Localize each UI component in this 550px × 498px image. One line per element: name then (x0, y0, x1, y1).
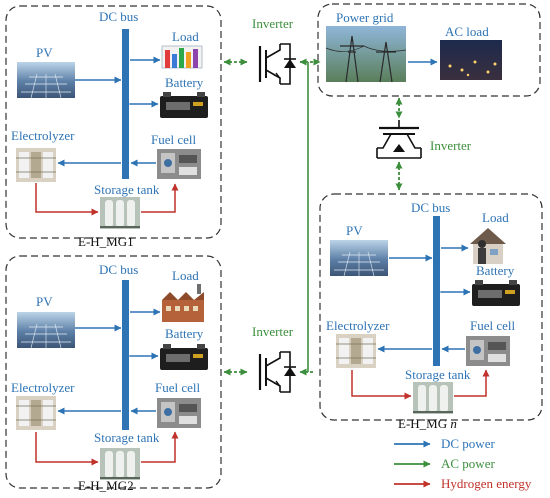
power-grid-icon (325, 26, 407, 83)
mg2-pv-icon (16, 311, 76, 349)
grid-frame (317, 3, 541, 97)
mg1-fuel-cell-label: Fuel cell (151, 132, 197, 147)
mgn-hydrogen-in-arrow (351, 370, 412, 400)
mg2-pv-label: PV (36, 294, 53, 309)
mg1-name: E-H_MG1 (78, 234, 134, 249)
mg2-storage-tank-icon (99, 447, 141, 481)
mgn-storage-tank-icon (412, 381, 454, 415)
mg1-fuel-cell-icon (157, 149, 201, 179)
mg2-hydrogen-out-arrow (141, 431, 179, 463)
mg2-hydrogen-in-arrow (35, 432, 99, 466)
legend: DC power AC power Hydrogen energy (394, 436, 532, 491)
mg2-dc-bus-bar (122, 280, 129, 430)
mg1-battery-icon (160, 92, 208, 118)
inverter-mgn-icon (375, 118, 423, 160)
mg2-fuel-cell-label: Fuel cell (155, 380, 201, 395)
mgn-electrolyzer-icon (335, 333, 377, 369)
mg2-frame (5, 255, 222, 489)
mgn-frame (319, 193, 543, 421)
mg1-load-label: Load (172, 29, 199, 44)
mgn-electrolyzer-label: Electrolyzer (326, 318, 390, 333)
mgn-hydrogen-out-arrow (454, 369, 490, 397)
mg1-storage-tank-icon (99, 196, 141, 230)
mg1-frame (5, 5, 222, 239)
inverter-mg1-label: Inverter (252, 16, 294, 31)
mg1-storage-tank-label: Storage tank (94, 182, 160, 197)
inverter-mg2-icon (258, 350, 298, 394)
mg2-battery-icon (160, 344, 208, 370)
inverter-mg1-icon (258, 42, 298, 86)
mgn-dc-bus-label: DC bus (411, 200, 450, 215)
legend-dc-label: DC power (441, 436, 495, 451)
mg1-pv-label: PV (36, 45, 53, 60)
inverter-mgn-label: Inverter (430, 138, 472, 153)
mg1-pv-icon (16, 61, 76, 99)
mgn-pv-label: PV (346, 223, 363, 238)
legend-ac-label: AC power (441, 456, 495, 471)
mg1-electrolyzer-icon (15, 147, 57, 183)
mgn-battery-label: Battery (476, 263, 515, 278)
ac-load-icon (440, 40, 502, 80)
mgn-fuel-cell-icon (466, 336, 510, 366)
mg1-load-icon (161, 45, 203, 69)
mg1-dc-bus-label: DC bus (99, 9, 138, 24)
mg1-hydrogen-in-arrow (35, 183, 99, 216)
mgn-dc-bus-bar (433, 216, 440, 366)
mgn-name-prefix: E-H_MG (398, 416, 450, 431)
mgn-name-suffix: n (450, 416, 457, 431)
mg2-load-label: Load (172, 268, 199, 283)
ac-load-label: AC load (445, 24, 489, 39)
power-grid-label: Power grid (336, 10, 394, 25)
mgn-name: E-H_MG n (398, 416, 457, 431)
mg2-electrolyzer-icon (15, 395, 57, 431)
legend-h2-label: Hydrogen energy (441, 476, 532, 491)
mg2-electrolyzer-label: Electrolyzer (11, 380, 75, 395)
mg1-battery-label: Battery (165, 75, 204, 90)
mgn-load-label: Load (482, 210, 509, 225)
inverter-mg2-label: Inverter (252, 324, 294, 339)
mg2-fuel-cell-icon (157, 398, 201, 428)
mg1-dc-bus-bar (122, 29, 129, 179)
mg2-battery-label: Battery (165, 326, 204, 341)
mg2-load-icon (162, 284, 204, 322)
mgn-battery-icon (472, 280, 520, 306)
mgn-load-icon (470, 228, 506, 264)
mg2-storage-tank-label: Storage tank (94, 430, 160, 445)
mgn-pv-icon (329, 239, 389, 277)
mg1-electrolyzer-label: Electrolyzer (11, 128, 75, 143)
mgn-storage-tank-label: Storage tank (405, 367, 471, 382)
mg2-name: E-H_MG2 (78, 478, 134, 493)
mgn-fuel-cell-label: Fuel cell (470, 318, 516, 333)
mg2-dc-bus-label: DC bus (99, 262, 138, 277)
mg1-hydrogen-out-arrow (141, 183, 179, 213)
